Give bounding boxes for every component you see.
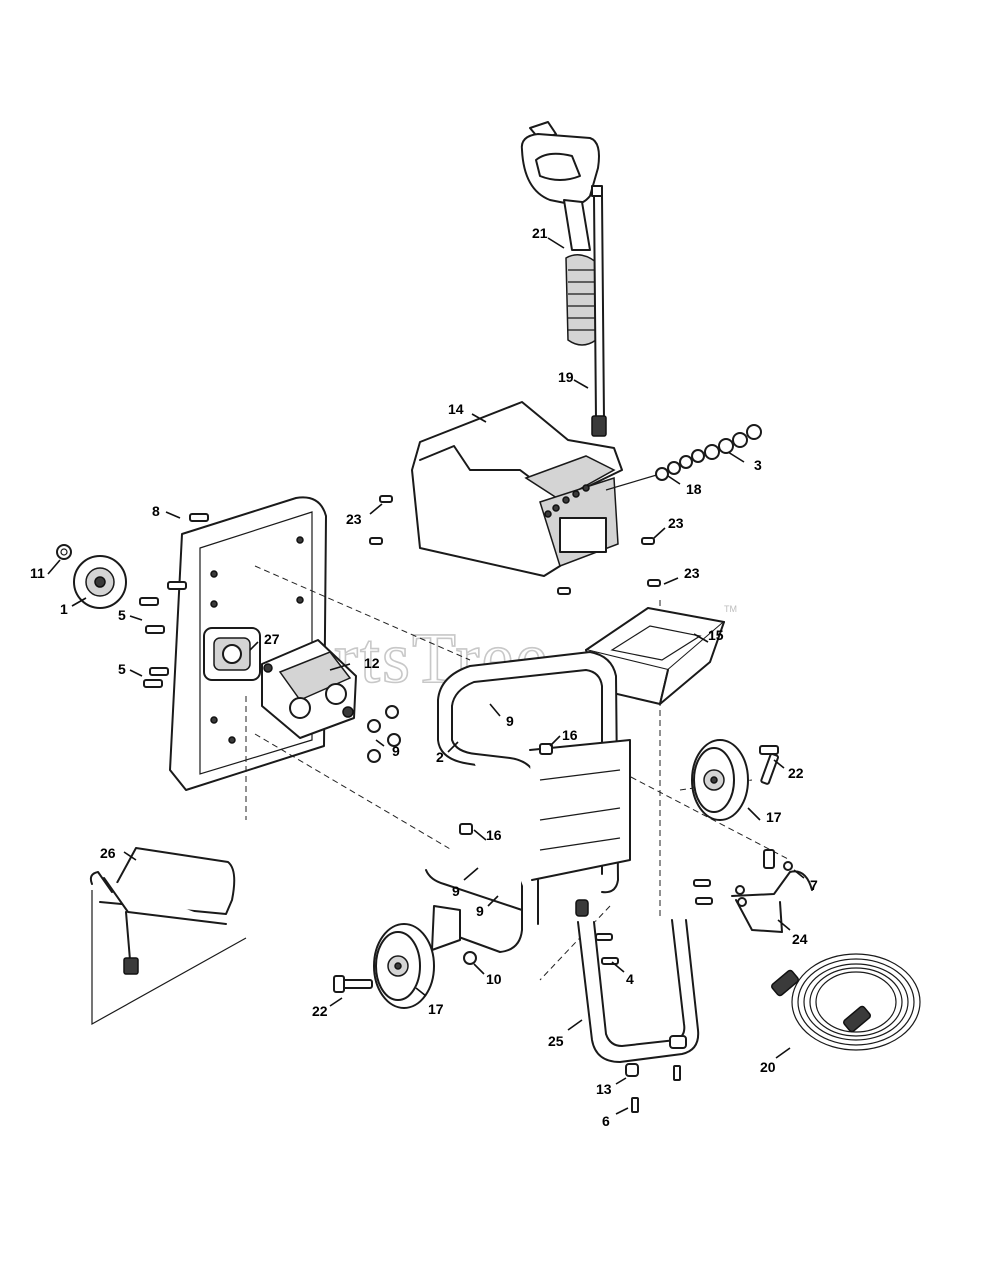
callout-22a: 22 [788,765,804,781]
callout-9a: 9 [392,743,400,759]
gun-holder[interactable] [89,847,247,1026]
callout-16b: 16 [486,827,502,843]
axle-bolt-left[interactable] [333,975,373,993]
callout-23c: 23 [684,565,700,581]
callout-5b: 5 [118,661,126,677]
callout-4: 4 [626,971,634,987]
spray-wand[interactable] [591,185,607,437]
callout-9d: 9 [476,903,484,919]
callout-9b: 9 [506,713,514,729]
callout-23b: 23 [668,515,684,531]
engine-mounting-plate[interactable] [169,496,327,791]
callout-22b: 22 [312,1003,328,1019]
wheel-left[interactable] [373,923,435,1009]
callout-7: 7 [810,877,818,893]
watermark-trademark: TM [724,604,737,614]
callout-14: 14 [448,401,464,417]
callout-13: 13 [596,1081,612,1097]
callout-21: 21 [532,225,548,241]
pump[interactable] [261,639,357,739]
callout-5a: 5 [118,607,126,623]
callout-3: 3 [754,457,762,473]
pulley-nut[interactable] [56,544,72,560]
callout-25: 25 [548,1033,564,1049]
callout-11: 11 [30,565,45,581]
control-panel-housing[interactable] [411,401,623,577]
pulley[interactable] [73,555,127,609]
hose-hook[interactable] [731,849,813,933]
callout-16a: 16 [562,727,578,743]
handle[interactable] [575,899,700,1077]
callout-17a: 17 [766,809,782,825]
high-pressure-hose[interactable] [771,953,921,1051]
handle-bolts[interactable] [595,879,713,965]
wheel-right[interactable] [691,739,749,821]
callout-17b: 17 [428,1001,444,1017]
callout-8: 8 [152,503,160,519]
callout-2: 2 [436,749,444,765]
small-hardware[interactable] [369,495,793,1113]
callout-18: 18 [686,481,702,497]
leader-lines [47,237,805,1115]
callout-26: 26 [100,845,116,861]
nozzle-set[interactable] [704,424,762,460]
callout-24: 24 [792,931,808,947]
callout-23a: 23 [346,511,362,527]
callout-20: 20 [760,1059,776,1075]
callout-27: 27 [264,631,280,647]
callout-10: 10 [486,971,502,987]
spray-gun[interactable] [520,121,600,346]
callout-12: 12 [364,655,380,671]
callout-6: 6 [602,1113,610,1129]
axle-bolt-right[interactable] [759,745,779,785]
callout-15: 15 [708,627,724,643]
callout-9c: 9 [452,883,460,899]
frame[interactable] [425,651,631,953]
callout-19: 19 [558,369,574,385]
callout-labels: 11 1 5 5 8 27 12 9 9 2 16 16 9 9 10 17 2… [30,225,818,1129]
quick-connect-nozzles[interactable] [605,449,705,491]
callout-1: 1 [60,601,68,617]
engine-bolts[interactable] [139,513,209,688]
